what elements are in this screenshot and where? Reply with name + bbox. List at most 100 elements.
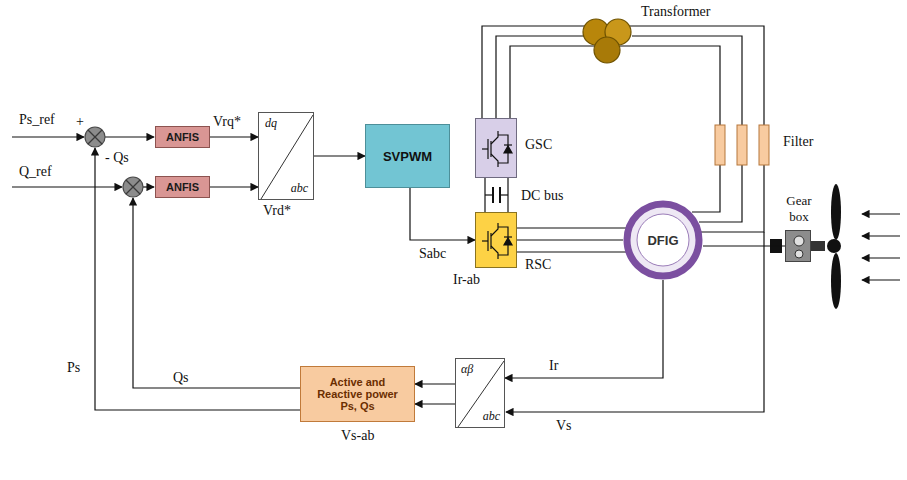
shaft-coupling	[811, 241, 825, 251]
wind-arrow	[862, 214, 900, 280]
svpwm-block: SVPWM	[365, 124, 450, 188]
anfis-block: ANFIS	[155, 176, 210, 198]
signal-connector	[314, 155, 365, 156]
node-text: ANFIS	[166, 131, 199, 143]
reference-inputs	[143, 186, 154, 187]
node-text: GSC	[525, 137, 552, 153]
igbt-collector	[491, 223, 498, 236]
alphabeta-abc-transform: αβ abc	[455, 358, 505, 428]
machine-core	[637, 214, 689, 266]
igbt-emitter	[491, 154, 498, 167]
rotor-side-converter: RSC	[475, 212, 517, 268]
summing-junction	[88, 130, 102, 144]
igbt-channel	[490, 233, 491, 249]
signal-connector	[415, 383, 455, 384]
igbt-emitter	[491, 246, 498, 259]
signal-label: Q_ref	[18, 164, 53, 180]
filter-symbol	[737, 125, 747, 165]
gear-box: Gear box	[785, 230, 811, 262]
transformer-symbol	[594, 37, 620, 63]
reference-inputs	[105, 136, 154, 137]
dc-bus-wire	[485, 178, 508, 212]
grid-wire	[510, 46, 595, 118]
dc-bus-wire	[492, 187, 494, 203]
signal-label: Transformer	[640, 4, 711, 20]
node-text: dq	[265, 116, 277, 131]
rotor-side-converter-shape	[476, 213, 516, 267]
grid-wire	[496, 36, 584, 118]
igbt-channel	[490, 141, 491, 157]
edge-label: Sabc	[418, 246, 447, 262]
grid-wire	[482, 26, 584, 118]
signal-connector	[415, 403, 455, 404]
wind-arrow	[862, 213, 900, 214]
signal-label: - Qs	[104, 150, 130, 166]
wind-arrow	[862, 257, 900, 258]
node-text: Gear box	[780, 193, 818, 225]
diode-symbol	[504, 146, 512, 153]
gear-box-shape	[786, 231, 810, 261]
signal-label: Qs	[172, 370, 190, 386]
signal-label: Filter	[782, 134, 814, 150]
signal-label: Ps_ref	[18, 112, 56, 128]
wind-arrow	[862, 235, 900, 236]
signal-connector	[210, 186, 258, 187]
node-text: αβ	[461, 362, 473, 377]
gear-symbol	[794, 236, 804, 246]
turbine-rotor	[827, 184, 841, 309]
signal-label: Vs	[555, 418, 573, 434]
signal-connector	[410, 188, 475, 240]
signal-label: DC bus	[520, 188, 564, 204]
transform-diagonal	[458, 361, 504, 427]
node-text: abc	[483, 409, 500, 424]
machine-ring	[627, 204, 699, 276]
signal-connector	[484, 178, 485, 212]
signal-label: +	[75, 114, 85, 130]
filter-symbol	[759, 125, 769, 165]
grid-wire	[632, 36, 742, 222]
grid-side-converter: GSC	[475, 118, 517, 178]
turbine-rotor	[831, 253, 841, 309]
signal-connector	[517, 239, 623, 240]
filter-symbol	[715, 125, 725, 165]
summing-junction	[85, 127, 143, 197]
rotor-wire	[517, 228, 626, 252]
summing-junction	[126, 180, 140, 194]
signal-label: Vrq*	[212, 114, 242, 130]
turbine-rotor	[827, 239, 841, 253]
igbt-symbol	[482, 131, 512, 167]
rotor-wire	[517, 251, 626, 252]
dq-abc-transform: dqabc	[258, 112, 314, 200]
dc-bus-wire	[499, 187, 501, 203]
signal-label: Ir-ab	[452, 272, 481, 288]
gear-symbol	[795, 250, 803, 258]
grid-side-converter-shape	[476, 119, 516, 177]
grid-wire	[482, 26, 764, 232]
node-text: SVPWM	[383, 149, 432, 164]
dc-bus-wire	[485, 194, 493, 195]
transform-diagonal	[261, 115, 313, 199]
summing-junction	[85, 127, 105, 147]
signal-connector	[505, 280, 663, 378]
node-text: RSC	[525, 257, 551, 273]
feedback-wire	[133, 198, 300, 388]
filter-symbol	[715, 125, 769, 165]
diode-symbol	[504, 238, 512, 245]
reference-inputs	[12, 136, 84, 137]
diode-symbol	[504, 144, 512, 145]
summing-junction	[88, 130, 102, 144]
igbt-collector	[491, 131, 498, 144]
grid-wire	[630, 26, 764, 232]
turbine-rotor	[831, 184, 841, 240]
edge-label: Ir	[548, 358, 559, 374]
rotor-wire	[517, 227, 626, 228]
dc-bus-wire	[500, 194, 508, 195]
transformer-symbol	[583, 19, 631, 63]
igbt-gate	[482, 148, 488, 149]
signal-label: Vs-ab	[340, 428, 375, 444]
summing-junction	[123, 177, 143, 197]
igbt-symbol	[482, 223, 512, 259]
